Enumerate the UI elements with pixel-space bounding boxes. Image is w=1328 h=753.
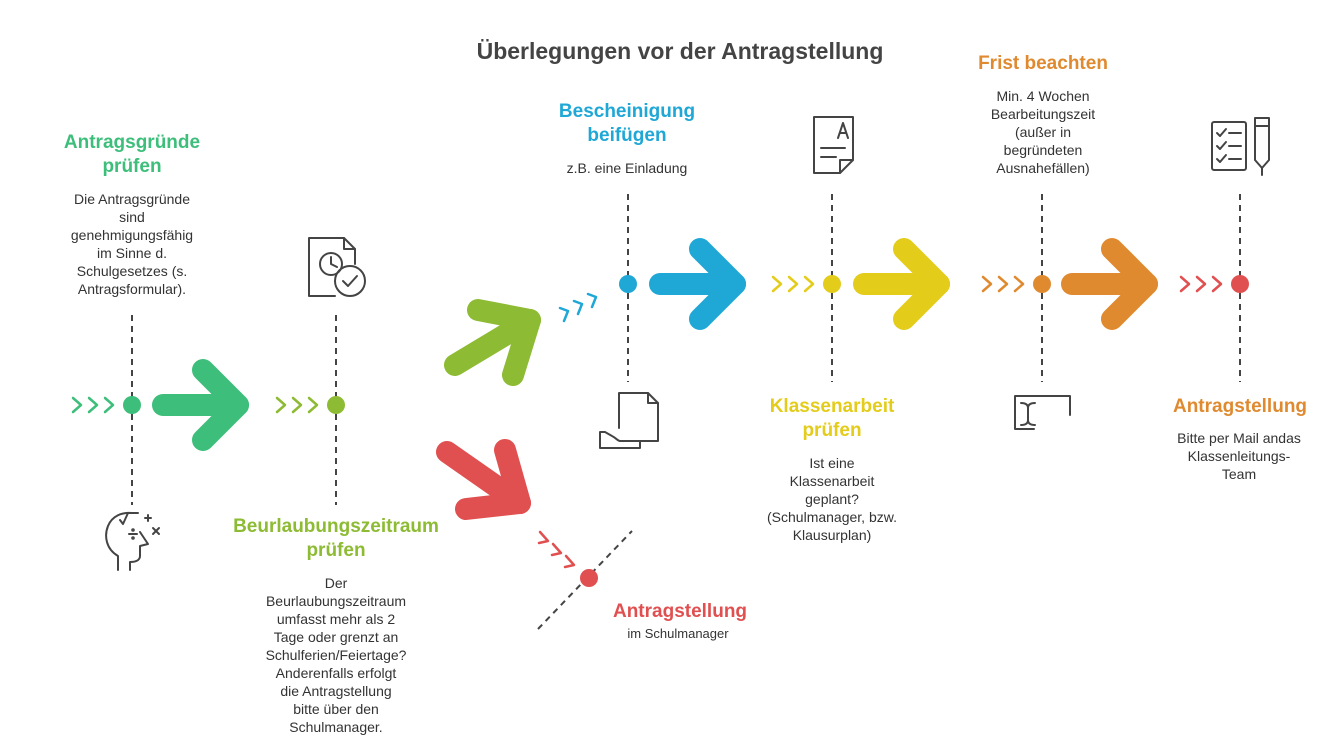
zeitraum-desc-line: Der [324,575,348,591]
olive-arrow-up [444,299,541,386]
antrag-sm-chevrons [537,530,576,569]
antragstellung-desc-line: Team [1221,466,1257,482]
klassenarbeit-desc-line: Ist eine [809,455,855,471]
antragstellung-desc-line: Klassenleitungs- [1187,448,1291,464]
checklist-pen-icon [1211,117,1270,176]
frist-desc-line: begründeten [1003,142,1083,158]
thinking-head-math-icon [105,511,160,571]
klassenarbeit-desc-line: geplant? [805,491,859,507]
zeitraum-chevrons [275,396,319,414]
calendar-cursor-icon [1014,395,1071,430]
frist-desc-line: Bearbeitungszeit [990,106,1096,122]
bescheinigung-node [619,275,637,293]
frist-heading: Frist beachten [978,53,1108,74]
antrag-sm-description: im Schulmanager [627,626,729,641]
zeitraum-heading: Beurlaubungszeitraum prüfen [216,515,456,563]
frist-desc-line: Min. 4 Wochen [996,88,1090,104]
bescheinigung-desc-line: z.B. eine Einladung [566,160,688,176]
gruende-chevrons [71,396,115,414]
zeitraum-node [327,396,345,414]
klassenarbeit-description: Ist eine Klassenarbeit geplant? (Schulma… [742,454,922,544]
klassenarbeit-node [823,275,841,293]
klassenarbeit-heading-line1: Klassenarbeit [769,396,895,417]
red-arrow-down [436,439,531,520]
zeitraum-desc-line: die Antragstellung [280,683,392,699]
zeitraum-desc-line: bitte über den [293,701,379,717]
klassenarbeit-desc-line: Klausurplan) [792,527,872,543]
frist-desc-line: Ausnahefällen) [996,160,1090,176]
bescheinigung-description: z.B. eine Einladung [537,159,717,177]
frist-description: Min. 4 Wochen Bearbeitungszeit (außer in… [953,87,1133,177]
frist-node [1033,275,1051,293]
gruende-node [123,396,141,414]
antragstellung-chevrons [1179,275,1223,293]
gruende-heading-line1: Antragsgründe [63,132,201,153]
antragstellung-description: Bitte per Mail andas Klassenleitungs- Te… [1149,429,1328,483]
antragstellung-desc-line: Bitte per Mail andas [1177,430,1301,446]
gruende-desc-line: Schulgesetzes (s. [76,263,188,279]
gruende-desc-line: Antragsformular). [77,281,187,297]
bescheinigung-heading-line1: Bescheinigung [558,101,696,122]
klassenarbeit-desc-line: (Schulmanager, bzw. [767,509,897,525]
klassenarbeit-heading-line2: prüfen [802,420,862,441]
antrag-sm-heading: Antragstellung [612,601,748,622]
hand-holding-document-icon [599,392,659,449]
zeitraum-heading-line1: Beurlaubungszeitraum [233,516,439,537]
graded-paper-icon [813,116,854,174]
document-clock-check-icon [308,237,366,297]
antragstellung-node [1231,275,1249,293]
frist-arrow [1061,238,1158,330]
klassenarbeit-desc-line: Klassenarbeit [789,473,875,489]
gruende-description: Die Antragsgründe sind genehmigungsfähig… [42,190,222,298]
zeitraum-desc-line: Anderenfalls erfolgt [275,665,397,681]
zeitraum-desc-line: Tage oder grenzt an [273,629,399,645]
gruende-heading-line2: prüfen [102,156,162,177]
bescheinigung-arrow [649,238,746,330]
gruende-desc-line: sind [119,209,145,225]
gruende-heading: Antragsgründe prüfen [37,131,227,179]
zeitraum-desc-line: Schulferien/Feiertage? [265,647,407,663]
zeitraum-desc-line: Schulmanager. [289,719,383,735]
frist-desc-line: (außer in [1014,124,1072,140]
bescheinigung-chevrons [558,292,598,323]
gruende-desc-line: genehmigungsfähig [70,227,194,243]
zeitraum-desc-line: umfasst mehr als 2 [276,611,396,627]
antrag-sm-node [580,569,598,587]
gruende-arrow [152,359,249,451]
gruende-desc-line: Die Antragsgründe [74,191,190,207]
diagram-title: Überlegungen vor der Antragstellung [476,38,884,64]
antragstellung-heading: Antragstellung [1172,396,1308,417]
bescheinigung-heading: Bescheinigung beifügen [537,100,717,148]
klassenarbeit-arrow [853,238,950,330]
bescheinigung-heading-line2: beifügen [587,125,667,146]
frist-chevrons [981,275,1025,293]
klassenarbeit-heading: Klassenarbeit prüfen [742,395,922,443]
zeitraum-description: Der Beurlaubungszeitraum umfasst mehr al… [236,574,436,736]
zeitraum-desc-line: Beurlaubungszeitraum [265,593,407,609]
gruende-desc-line: im Sinne d. [96,245,168,261]
klassenarbeit-chevrons [771,275,815,293]
zeitraum-heading-line2: prüfen [306,540,366,561]
